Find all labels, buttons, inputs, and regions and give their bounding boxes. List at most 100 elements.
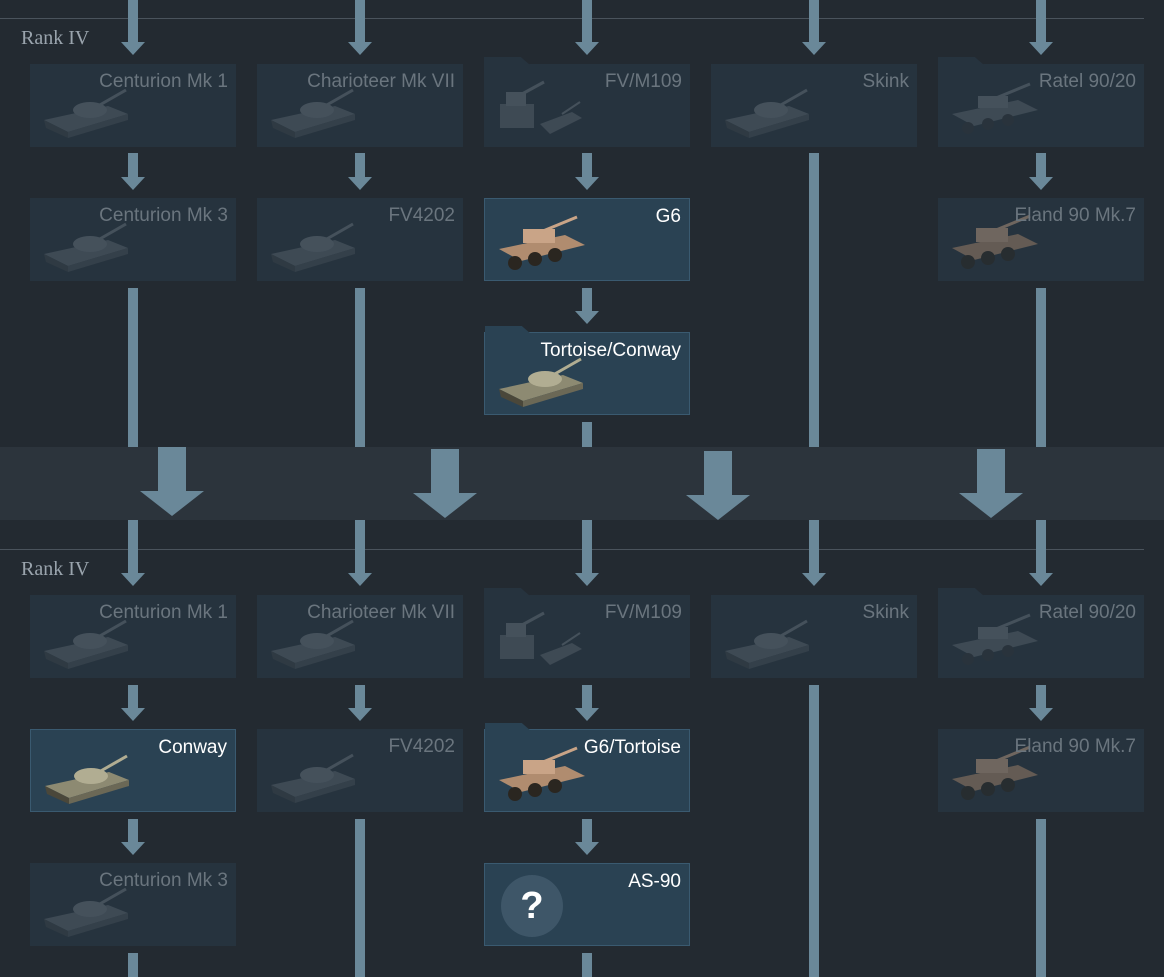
vehicle-name: FV4202 — [388, 205, 455, 226]
vehicle-card-centurion-mk1[interactable]: Centurion Mk 1 — [30, 64, 236, 147]
vehicle-card-skink[interactable]: Skink — [711, 595, 917, 678]
arrow-down-icon — [575, 42, 599, 55]
vehicle-card-centurion-mk1[interactable]: Centurion Mk 1 — [30, 595, 236, 678]
vehicle-name: FV/M109 — [604, 602, 682, 623]
connector-line — [1036, 520, 1046, 573]
vehicle-name: Eland 90 Mk.7 — [1014, 736, 1136, 757]
connector-line — [582, 819, 592, 842]
arrow-down-icon — [575, 177, 599, 190]
vehicle-name: Tortoise/Conway — [540, 340, 681, 361]
arrow-down-icon — [575, 311, 599, 324]
connector-line — [355, 288, 365, 447]
arrow-down-icon — [575, 842, 599, 855]
connector-line — [355, 153, 365, 177]
connector-line — [582, 520, 592, 573]
connector-line — [1036, 0, 1046, 42]
arrow-down-icon — [121, 842, 145, 855]
arrow-down-icon — [348, 708, 372, 721]
wheeled-vehicle-icon — [950, 82, 1040, 136]
vehicle-name: Charioteer Mk VII — [307, 602, 455, 623]
vehicle-card-eland-90-mk7[interactable]: Eland 90 Mk.7 — [938, 729, 1144, 812]
arrow-down-icon — [348, 42, 372, 55]
vehicle-name: Skink — [862, 602, 909, 623]
vehicle-card-skink[interactable]: Skink — [711, 64, 917, 147]
big-arrow-down-icon — [140, 447, 204, 516]
connector-line — [809, 153, 819, 447]
vehicle-name: FV/M109 — [604, 71, 682, 92]
arrow-down-icon — [802, 573, 826, 586]
arrow-down-icon — [1029, 42, 1053, 55]
wheeled-vehicle-icon — [950, 613, 1040, 667]
vehicle-folder-fv-m109[interactable]: FV/M109 — [484, 595, 690, 678]
connector-line — [582, 685, 592, 708]
vehicle-name: Conway — [158, 737, 227, 758]
connector-line — [582, 953, 592, 977]
big-arrow-down-icon — [686, 451, 750, 520]
vehicle-card-eland-90-mk7[interactable]: Eland 90 Mk.7 — [938, 198, 1144, 281]
spg-icon — [498, 80, 584, 136]
tank-icon — [269, 753, 357, 805]
vehicle-name: Skink — [862, 71, 909, 92]
tank-icon — [269, 222, 357, 274]
vehicle-card-charioteer-mk7[interactable]: Charioteer Mk VII — [257, 595, 463, 678]
tank-icon — [43, 754, 131, 806]
tank-icon — [723, 88, 811, 140]
arrow-down-icon — [121, 177, 145, 190]
vehicle-card-g6[interactable]: G6 — [484, 198, 690, 281]
arrow-down-icon — [575, 573, 599, 586]
connector-line — [582, 422, 592, 447]
arrow-down-icon — [1029, 708, 1053, 721]
arrow-down-icon — [121, 708, 145, 721]
rank-divider — [0, 549, 1144, 550]
arrow-down-icon — [121, 573, 145, 586]
connector-line — [128, 819, 138, 842]
vehicle-card-conway[interactable]: Conway — [30, 729, 236, 812]
vehicle-name: Centurion Mk 1 — [99, 602, 228, 623]
vehicle-folder-g6-tortoise[interactable]: G6/Tortoise — [484, 729, 690, 812]
connector-line — [809, 520, 819, 573]
connector-line — [355, 520, 365, 573]
spg-icon — [498, 611, 584, 667]
vehicle-card-charioteer-mk7[interactable]: Charioteer Mk VII — [257, 64, 463, 147]
connector-line — [1036, 685, 1046, 708]
arrow-down-icon — [802, 42, 826, 55]
vehicle-name: Centurion Mk 3 — [99, 870, 228, 891]
vehicle-card-fv4202[interactable]: FV4202 — [257, 198, 463, 281]
arrow-down-icon — [1029, 177, 1053, 190]
vehicle-card-centurion-mk3[interactable]: Centurion Mk 3 — [30, 198, 236, 281]
connector-line — [582, 0, 592, 42]
vehicle-folder-fv-m109[interactable]: FV/M109 — [484, 64, 690, 147]
vehicle-name: G6/Tortoise — [583, 737, 681, 758]
big-arrow-down-icon — [413, 449, 477, 518]
connector-line — [809, 685, 819, 977]
arrow-down-icon — [348, 573, 372, 586]
connector-line — [582, 288, 592, 311]
vehicle-folder-tortoise-conway[interactable]: Tortoise/Conway — [484, 332, 690, 415]
connector-line — [1036, 153, 1046, 177]
vehicle-name: Centurion Mk 1 — [99, 71, 228, 92]
connector-line — [1036, 288, 1046, 447]
vehicle-name: Ratel 90/20 — [1038, 71, 1136, 92]
arrow-down-icon — [348, 177, 372, 190]
arrow-down-icon — [1029, 573, 1053, 586]
vehicle-folder-ratel-90-20[interactable]: Ratel 90/20 — [938, 64, 1144, 147]
connector-line — [128, 520, 138, 573]
vehicle-card-as-90[interactable]: ? AS-90 — [484, 863, 690, 946]
vehicle-folder-ratel-90-20[interactable]: Ratel 90/20 — [938, 595, 1144, 678]
vehicle-card-centurion-mk3[interactable]: Centurion Mk 3 — [30, 863, 236, 946]
vehicle-card-fv4202[interactable]: FV4202 — [257, 729, 463, 812]
wheeled-spg-icon — [497, 215, 587, 272]
vehicle-name: Centurion Mk 3 — [99, 205, 228, 226]
connector-line — [355, 0, 365, 42]
arrow-down-icon — [121, 42, 145, 55]
connector-line — [355, 685, 365, 708]
vehicle-name: AS-90 — [628, 871, 681, 892]
big-arrow-down-icon — [959, 449, 1023, 518]
question-mark-icon: ? — [501, 875, 563, 937]
connector-line — [128, 153, 138, 177]
connector-line — [809, 0, 819, 42]
tank-icon — [723, 619, 811, 671]
connector-line — [128, 685, 138, 708]
connector-line — [128, 288, 138, 447]
